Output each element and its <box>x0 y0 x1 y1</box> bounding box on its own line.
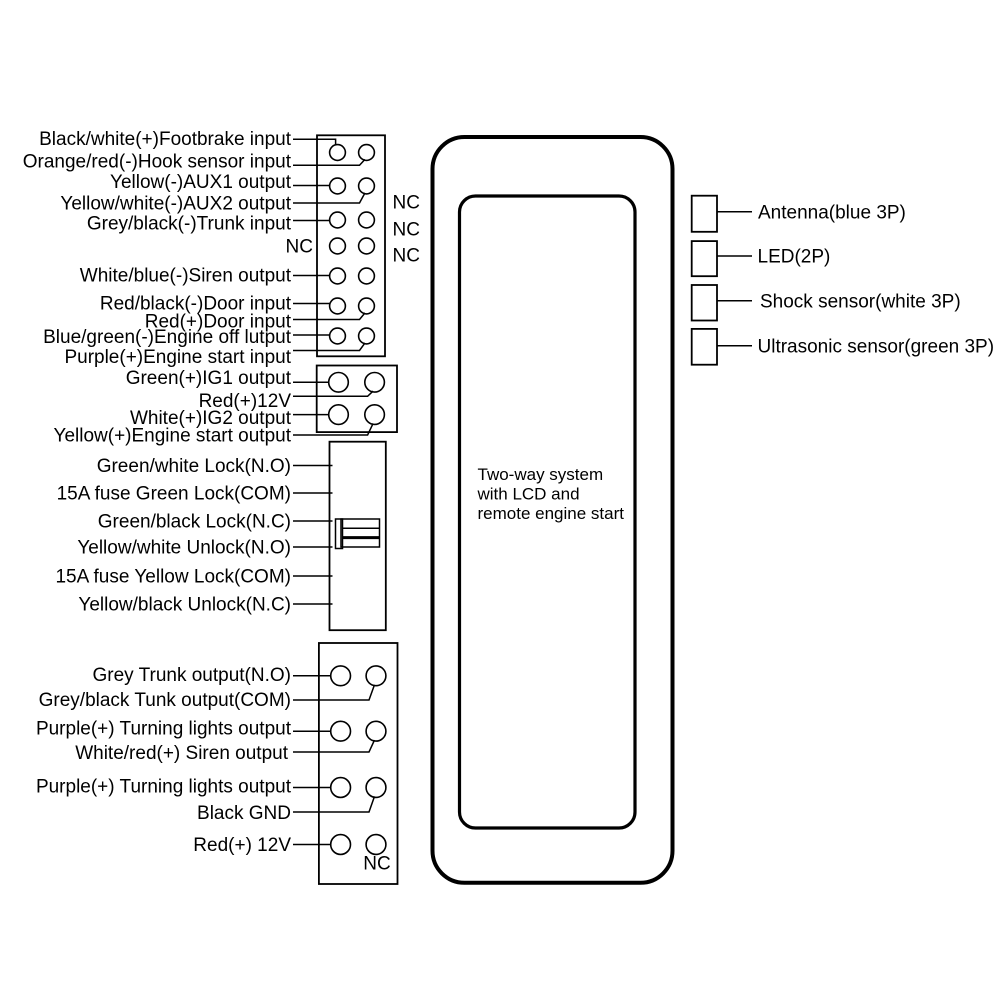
svg-text:Orange/red(-)Hook sensor input: Orange/red(-)Hook sensor input <box>23 152 292 173</box>
svg-text:Purple(+) Turning lights outpu: Purple(+) Turning lights output <box>36 777 292 798</box>
svg-text:Green/black Lock(N.C): Green/black Lock(N.C) <box>98 512 291 533</box>
svg-text:15A fuse Green Lock(COM): 15A fuse Green Lock(COM) <box>57 484 291 505</box>
svg-text:White(+)IG2 output: White(+)IG2 output <box>130 408 292 429</box>
svg-text:Antenna(blue 3P): Antenna(blue 3P) <box>758 202 906 223</box>
svg-text:LED(2P): LED(2P) <box>758 247 831 268</box>
svg-text:NC: NC <box>363 854 390 875</box>
svg-text:with LCD and: with LCD and <box>477 485 580 504</box>
svg-text:remote engine start: remote engine start <box>478 504 625 523</box>
svg-text:White/red(+) Siren output: White/red(+) Siren output <box>75 743 289 764</box>
svg-text:NC: NC <box>393 246 420 267</box>
svg-text:Red(+) 12V: Red(+) 12V <box>193 835 291 856</box>
svg-text:Ultrasonic sensor(green 3P): Ultrasonic sensor(green 3P) <box>758 336 995 357</box>
svg-text:Red(+)12V: Red(+)12V <box>199 391 292 412</box>
svg-text:Grey/black Tunk output(COM): Grey/black Tunk output(COM) <box>39 690 291 711</box>
svg-text:Blue/green(-)Engine off lutput: Blue/green(-)Engine off lutput <box>43 327 292 348</box>
svg-text:Shock sensor(white 3P): Shock sensor(white 3P) <box>760 291 961 312</box>
svg-text:NC: NC <box>286 237 313 258</box>
svg-text:NC: NC <box>393 220 420 241</box>
svg-text:Yellow/black Unlock(N.C): Yellow/black Unlock(N.C) <box>78 595 291 616</box>
svg-text:Two-way system: Two-way system <box>478 465 604 484</box>
svg-text:NC: NC <box>393 193 420 214</box>
svg-text:Yellow/white(-)AUX2 output: Yellow/white(-)AUX2 output <box>60 194 291 215</box>
svg-text:Yellow(+)Engine start output: Yellow(+)Engine start output <box>54 426 292 447</box>
svg-text:Grey/black(-)Trunk input: Grey/black(-)Trunk input <box>87 214 292 235</box>
svg-text:White/blue(-)Siren output: White/blue(-)Siren output <box>80 266 292 287</box>
svg-text:Purple(+)Engine start input: Purple(+)Engine start input <box>64 347 291 368</box>
svg-text:Yellow/white Unlock(N.O): Yellow/white Unlock(N.O) <box>77 538 291 559</box>
svg-text:Grey Trunk output(N.O): Grey Trunk output(N.O) <box>92 665 291 686</box>
svg-text:Green(+)IG1 output: Green(+)IG1 output <box>126 368 292 389</box>
svg-text:Green/white Lock(N.O): Green/white Lock(N.O) <box>97 456 291 477</box>
svg-text:Black/white(+)Footbrake input: Black/white(+)Footbrake input <box>39 129 292 150</box>
svg-text:Red(+)Door input: Red(+)Door input <box>145 312 292 333</box>
svg-text:Yellow(-)AUX1 output: Yellow(-)AUX1 output <box>110 172 292 193</box>
svg-text:Purple(+) Turning lights outpu: Purple(+) Turning lights output <box>36 719 292 740</box>
svg-text:15A fuse Yellow Lock(COM): 15A fuse Yellow Lock(COM) <box>55 567 291 588</box>
svg-text:Black GND: Black GND <box>197 803 291 824</box>
svg-text:Red/black(-)Door input: Red/black(-)Door input <box>100 294 292 315</box>
